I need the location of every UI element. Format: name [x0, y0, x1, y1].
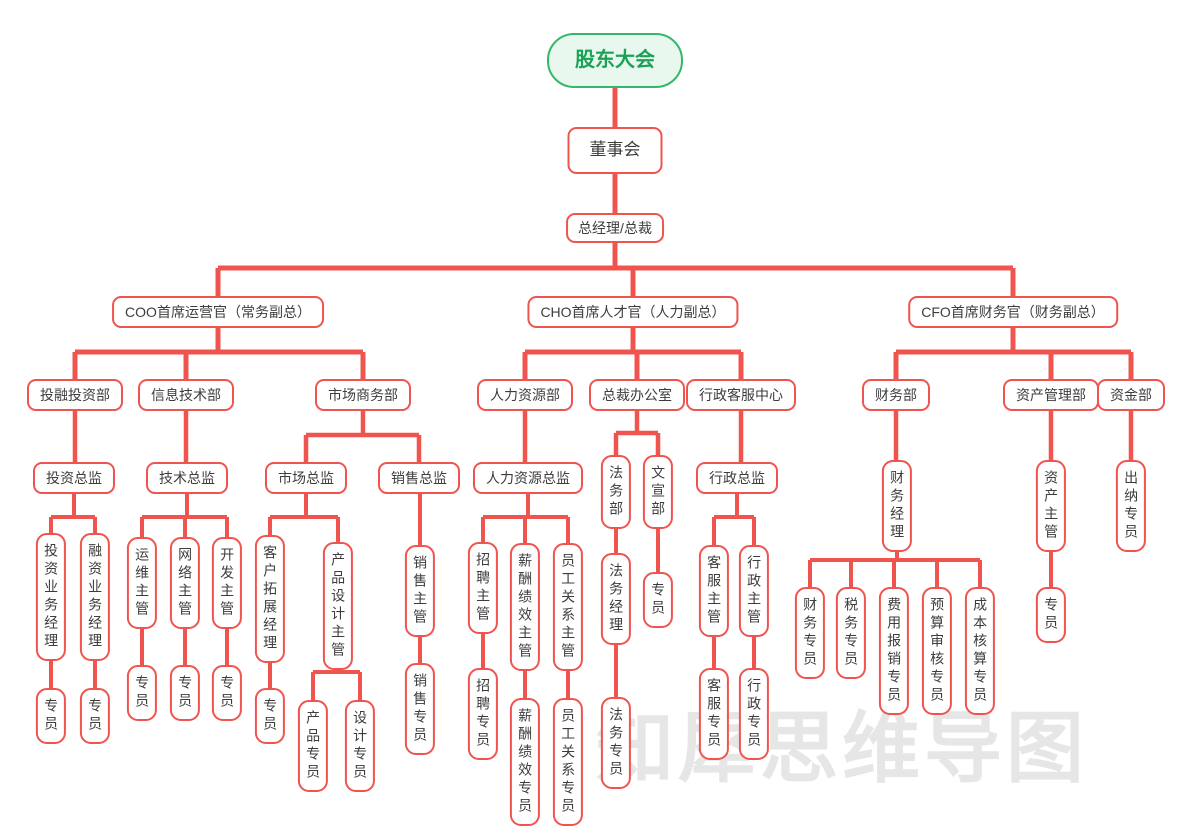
- node-board-of-directors[interactable]: 董事会: [567, 127, 663, 174]
- node-admin-supervisor[interactable]: 行政主管: [738, 545, 770, 637]
- node-cs-specialist[interactable]: 客服专员: [698, 668, 730, 760]
- watermark-text: 知犀思维导图: [596, 704, 1089, 792]
- node-dept-marketing[interactable]: 市场商务部: [315, 379, 411, 412]
- node-director-marketing[interactable]: 市场总监: [265, 462, 347, 495]
- node-dept-investment[interactable]: 投融投资部: [27, 379, 123, 412]
- node-cashier-specialist[interactable]: 出纳专员: [1115, 460, 1147, 552]
- node-director-investment[interactable]: 投资总监: [33, 462, 115, 495]
- node-dept-president-office[interactable]: 总裁办公室: [589, 379, 685, 412]
- node-financing-biz-manager[interactable]: 融资业务经理: [79, 533, 111, 661]
- node-publicity-specialist[interactable]: 专员: [642, 572, 674, 628]
- node-employee-relations-supervisor[interactable]: 员工关系主管: [552, 543, 584, 671]
- node-dept-asset-mgmt[interactable]: 资产管理部: [1003, 379, 1099, 412]
- node-tax-specialist[interactable]: 税务专员: [835, 587, 867, 679]
- node-dept-treasury[interactable]: 资金部: [1097, 379, 1165, 412]
- node-product-design-supervisor[interactable]: 产品设计主管: [322, 542, 354, 670]
- node-coo[interactable]: COO首席运营官（常务副总）: [112, 296, 324, 329]
- node-publicity-dept[interactable]: 文宣部: [642, 455, 674, 529]
- node-expense-specialist[interactable]: 费用报销专员: [878, 587, 910, 715]
- node-dept-hr[interactable]: 人力资源部: [477, 379, 573, 412]
- node-finance-manager[interactable]: 财务经理: [881, 460, 913, 552]
- node-director-hr[interactable]: 人力资源总监: [473, 462, 583, 495]
- node-director-sales[interactable]: 销售总监: [378, 462, 460, 495]
- node-network-supervisor[interactable]: 网络主管: [169, 537, 201, 629]
- node-dept-admin-service[interactable]: 行政客服中心: [686, 379, 796, 412]
- node-cfo[interactable]: CFO首席财务官（财务副总）: [908, 296, 1118, 329]
- node-asset-specialist[interactable]: 专员: [1035, 587, 1067, 643]
- node-shareholders-meeting[interactable]: 股东大会: [547, 33, 683, 88]
- node-network-specialist[interactable]: 专员: [169, 665, 201, 721]
- node-cost-specialist[interactable]: 成本核算专员: [964, 587, 996, 715]
- node-legal-specialist[interactable]: 法务专员: [600, 697, 632, 789]
- node-director-tech[interactable]: 技术总监: [146, 462, 228, 495]
- node-legal-manager[interactable]: 法务经理: [600, 553, 632, 645]
- node-dev-specialist[interactable]: 专员: [211, 665, 243, 721]
- node-legal-dept[interactable]: 法务部: [600, 455, 632, 529]
- node-product-specialist[interactable]: 产品专员: [297, 700, 329, 792]
- node-general-manager[interactable]: 总经理/总裁: [566, 213, 664, 244]
- node-dept-finance[interactable]: 财务部: [862, 379, 930, 412]
- node-budget-specialist[interactable]: 预算审核专员: [921, 587, 953, 715]
- node-investment-biz-manager[interactable]: 投资业务经理: [35, 533, 67, 661]
- node-compensation-specialist[interactable]: 薪酬绩效专员: [509, 698, 541, 826]
- node-cho[interactable]: CHO首席人才官（人力副总）: [527, 296, 739, 329]
- node-compensation-supervisor[interactable]: 薪酬绩效主管: [509, 543, 541, 671]
- node-recruit-specialist[interactable]: 招聘专员: [467, 668, 499, 760]
- node-design-specialist[interactable]: 设计专员: [344, 700, 376, 792]
- node-admin-specialist[interactable]: 行政专员: [738, 668, 770, 760]
- node-sales-specialist[interactable]: 销售专员: [404, 663, 436, 755]
- node-dev-supervisor[interactable]: 开发主管: [211, 537, 243, 629]
- node-dept-it[interactable]: 信息技术部: [138, 379, 234, 412]
- node-finance-specialist[interactable]: 财务专员: [794, 587, 826, 679]
- node-client-dev-manager[interactable]: 客户拓展经理: [254, 535, 286, 663]
- node-ops-supervisor[interactable]: 运维主管: [126, 537, 158, 629]
- node-financing-specialist[interactable]: 专员: [79, 688, 111, 744]
- node-sales-supervisor[interactable]: 销售主管: [404, 545, 436, 637]
- node-asset-supervisor[interactable]: 资产主管: [1035, 460, 1067, 552]
- node-cs-supervisor[interactable]: 客服主管: [698, 545, 730, 637]
- node-employee-relations-specialist[interactable]: 员工关系专员: [552, 698, 584, 826]
- node-client-specialist[interactable]: 专员: [254, 688, 286, 744]
- node-ops-specialist[interactable]: 专员: [126, 665, 158, 721]
- node-recruit-supervisor[interactable]: 招聘主管: [467, 542, 499, 634]
- node-director-admin[interactable]: 行政总监: [696, 462, 778, 495]
- node-investment-specialist[interactable]: 专员: [35, 688, 67, 744]
